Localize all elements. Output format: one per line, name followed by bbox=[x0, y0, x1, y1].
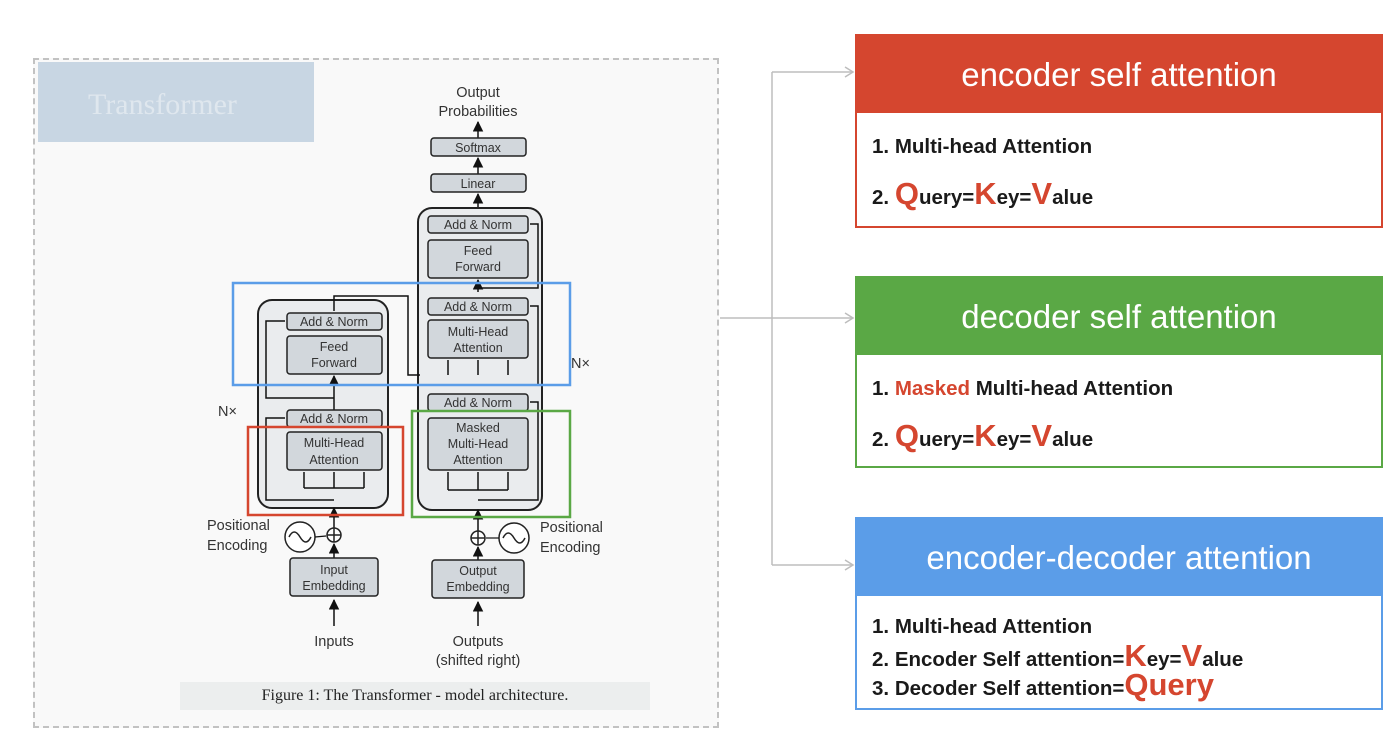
outputs-label-1: Outputs bbox=[453, 634, 504, 650]
watermark-logo: Transformer bbox=[38, 62, 314, 142]
inputs-label: Inputs bbox=[314, 634, 354, 650]
decoder-mha-inputs bbox=[447, 360, 509, 375]
key-k-letter: K bbox=[974, 176, 997, 211]
value-v-letter: V bbox=[1031, 418, 1053, 453]
card-decoder-self-attention-body: 1. Masked Multi-head Attention 2. Query=… bbox=[857, 355, 1381, 459]
encoder-feed-forward bbox=[286, 335, 383, 375]
input-embedding-block bbox=[289, 557, 379, 597]
connector-paths bbox=[720, 71, 852, 566]
key-k-letter: K bbox=[1124, 638, 1147, 673]
encoder-nx-label: N× bbox=[218, 404, 237, 420]
figure-caption: Figure 1: The Transformer - model archit… bbox=[180, 682, 650, 710]
decoder-nx-label: N× bbox=[571, 356, 590, 372]
query-q-letter: Q bbox=[894, 176, 919, 211]
decoder-masked-mha-label-3: Attention bbox=[453, 453, 502, 467]
value-v-letter: V bbox=[1181, 638, 1203, 673]
decoder-add-norm-3 bbox=[427, 215, 529, 234]
output-embedding-label-2: Embedding bbox=[446, 580, 509, 594]
encoder-pe-link bbox=[314, 535, 327, 538]
output-probabilities-label-line2: Probabilities bbox=[439, 104, 518, 120]
card-encoder-decoder-attention-title: encoder-decoder attention bbox=[857, 519, 1381, 596]
encoder-mha-inputs bbox=[303, 472, 365, 489]
encoder-add-norm-2 bbox=[286, 312, 383, 331]
decoder-sine-wave bbox=[502, 532, 526, 544]
decoder-mha-label-2: Attention bbox=[453, 341, 502, 355]
encoder-positional-encoding-label-1: Positional bbox=[207, 518, 270, 534]
decoder-plus-sign bbox=[471, 531, 485, 545]
encoder-positional-encoding-label-2: Encoding bbox=[207, 538, 267, 554]
transformer-diagram: Output Probabilities Softmax Linear Add … bbox=[207, 85, 603, 669]
input-embedding-label-1: Input bbox=[320, 563, 348, 577]
linear-block bbox=[430, 173, 527, 193]
decoder-masked-mha-label-2: Multi-Head bbox=[448, 437, 508, 451]
card-encoder-self-attention-title: encoder self attention bbox=[857, 36, 1381, 113]
decoder-masked-mha-label-1: Masked bbox=[456, 421, 500, 435]
encoder-mha-label-1: Multi-Head bbox=[304, 436, 364, 450]
encoder-feed-forward-label-2: Forward bbox=[311, 356, 357, 370]
encoder-to-decoder-connection bbox=[333, 295, 420, 376]
card-decoder-self-attention-title: decoder self attention bbox=[857, 278, 1381, 355]
query-q-letter: Q bbox=[894, 418, 919, 453]
encoder-feed-forward-label-1: Feed bbox=[320, 340, 349, 354]
card-encoder-self-attention: encoder self attention 1. Multi-head Att… bbox=[855, 34, 1383, 228]
output-probabilities-label-line1: Output bbox=[456, 85, 500, 101]
card3-line-1: 1. Multi-head Attention bbox=[872, 615, 1093, 638]
svg-text:Transformer: Transformer bbox=[88, 88, 237, 121]
output-embedding-label-1: Output bbox=[459, 564, 497, 578]
decoder-add-norm-2-label: Add & Norm bbox=[444, 300, 512, 314]
encoder-add-norm-2-label: Add & Norm bbox=[300, 315, 368, 329]
encoder-plus-sign bbox=[327, 528, 341, 542]
card-encoder-self-attention-body: 1. Multi-head Attention 2. Query=Key=Val… bbox=[857, 113, 1381, 217]
encoder-multi-head-attention bbox=[286, 431, 383, 471]
encoder-residuals bbox=[265, 320, 334, 501]
card2-line-2: 2. Query=Key=Value bbox=[872, 418, 1094, 453]
key-k-letter: K bbox=[974, 418, 997, 453]
decoder-feed-forward bbox=[427, 239, 529, 279]
card-decoder-self-attention: decoder self attention 1. Masked Multi-h… bbox=[855, 276, 1383, 468]
decoder-feed-forward-label-2: Forward bbox=[455, 260, 501, 274]
encoder-mha-label-2: Attention bbox=[309, 453, 358, 467]
decoder-positional-encoding-label-2: Encoding bbox=[540, 540, 600, 556]
card1-line-1: 1. Multi-head Attention bbox=[872, 135, 1093, 158]
card-encoder-decoder-attention: encoder-decoder attention 1. Multi-head … bbox=[855, 517, 1383, 710]
card2-line-1: 1. Masked Multi-head Attention bbox=[872, 377, 1174, 400]
highlight-decoder-self-attention bbox=[410, 409, 572, 519]
decoder-add-norm-2 bbox=[427, 297, 529, 316]
decoder-feed-forward-label-1: Feed bbox=[464, 244, 493, 258]
decoder-mha-label-1: Multi-Head bbox=[448, 325, 508, 339]
query-word: Query bbox=[1124, 667, 1214, 702]
decoder-add-norm-3-label: Add & Norm bbox=[444, 218, 512, 232]
decoder-add-norm-1-label: Add & Norm bbox=[444, 396, 512, 410]
output-embedding-block bbox=[431, 559, 525, 599]
value-v-letter: V bbox=[1031, 176, 1053, 211]
highlight-encoder-decoder-attention bbox=[231, 281, 572, 387]
card1-line-2: 2. Query=Key=Value bbox=[872, 176, 1094, 211]
softmax-block bbox=[430, 137, 527, 157]
card3-line-3: 3. Decoder Self attention=Query bbox=[872, 667, 1214, 702]
highlight-encoder-self-attention bbox=[246, 425, 405, 517]
encoder-sine-wave bbox=[288, 531, 312, 543]
decoder-masked-mha bbox=[427, 417, 529, 471]
card-encoder-decoder-attention-body: 1. Multi-head Attention 2. Encoder Self … bbox=[857, 596, 1381, 702]
encoder-add-norm-1-label: Add & Norm bbox=[300, 412, 368, 426]
connector-arrowheads bbox=[844, 66, 855, 571]
outputs-label-2: (shifted right) bbox=[436, 653, 521, 669]
card3-line-2: 2. Encoder Self attention=Key=Value bbox=[872, 638, 1244, 673]
softmax-label: Softmax bbox=[455, 141, 502, 155]
masked-keyword: Masked bbox=[894, 377, 971, 400]
watermark-logo-image: Transformer bbox=[88, 88, 237, 121]
decoder-multi-head-attention bbox=[427, 319, 529, 359]
input-embedding-label-2: Embedding bbox=[302, 579, 365, 593]
decoder-positional-encoding-label-1: Positional bbox=[540, 520, 603, 536]
linear-label: Linear bbox=[461, 177, 496, 191]
decoder-masked-inputs bbox=[447, 472, 509, 491]
